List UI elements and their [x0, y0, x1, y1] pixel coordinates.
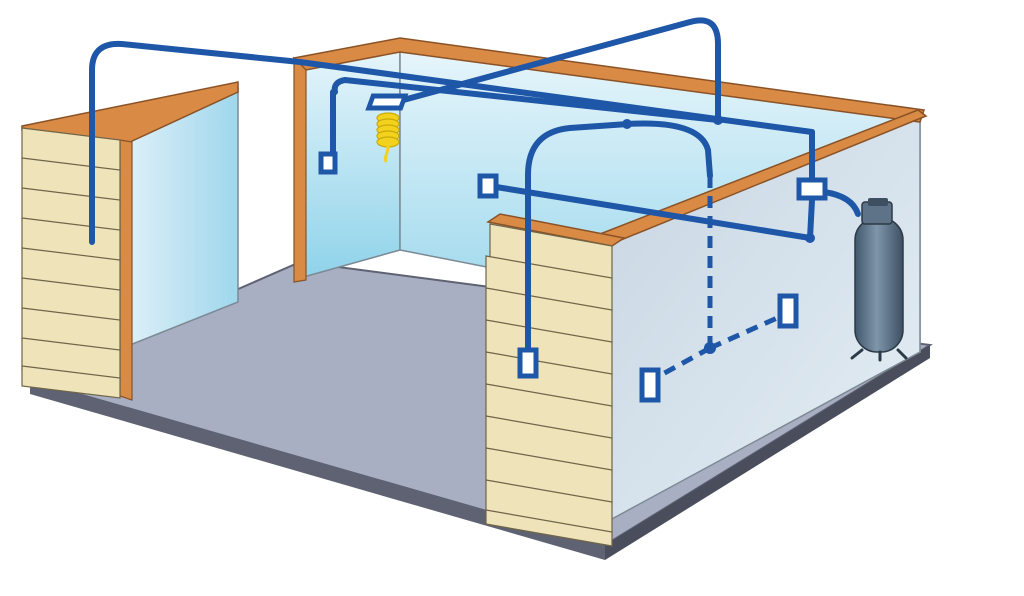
compressor-feed [821, 189, 861, 217]
air-compressor-icon [850, 198, 908, 362]
floor-front-edge-right [605, 345, 930, 560]
back-wall-trim-left [293, 56, 307, 283]
dashed-right-branch [708, 311, 788, 351]
hose-reel-icon [376, 112, 400, 163]
junction-dot [704, 342, 716, 354]
hose-reel-tail [383, 145, 390, 163]
wall-top-trim [292, 37, 928, 283]
air-drop-outlet-icon [517, 347, 539, 379]
left-wall-end-trim [119, 139, 133, 401]
air-drop-outlet-icon [318, 151, 338, 175]
left-wall [21, 81, 239, 401]
left-wall-siding [21, 127, 121, 399]
junction-dot [713, 115, 723, 125]
air-drop-outlet-icon [639, 367, 661, 403]
dashed-left-branch [650, 345, 712, 383]
front-stub-siding [485, 223, 613, 547]
cross-line [487, 183, 813, 241]
compressor-tank [854, 217, 904, 353]
compressor-motor-cap [868, 198, 888, 206]
front-wall-stub [485, 213, 626, 547]
hose-reel-coil [376, 112, 400, 148]
compressor-feet [850, 348, 908, 362]
air-outlets [318, 93, 828, 403]
junction-dot [622, 119, 632, 129]
main-line-left-drop [89, 40, 815, 245]
floor-front-edge-left [30, 380, 605, 560]
air-drop-outlet-icon [777, 293, 799, 329]
junction-dot [805, 233, 815, 243]
air-drop-outlet-icon [477, 173, 499, 199]
dashed-drop-lines [650, 176, 788, 383]
pipe-junctions [622, 115, 815, 354]
main-line-overhead-arch [382, 17, 721, 123]
right-vertical-drop [807, 197, 815, 241]
air-drop-outlet-icon [796, 177, 828, 201]
hose-reel-mount [365, 93, 409, 111]
